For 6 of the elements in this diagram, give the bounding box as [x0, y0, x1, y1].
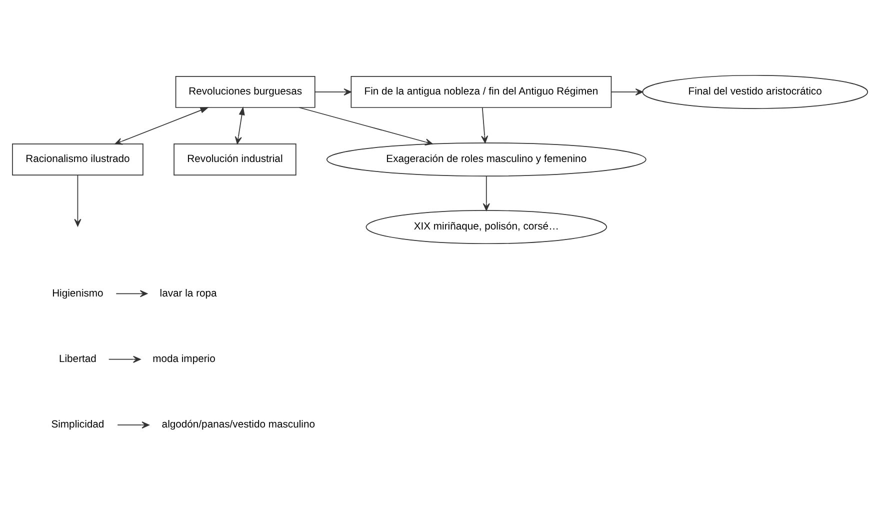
node-text: Simplicidad [51, 419, 104, 430]
node-text: lavar la ropa [160, 288, 217, 299]
node-text: Higienismo [52, 288, 104, 299]
node-text: Libertad [58, 354, 96, 365]
node-text: algodón/panas/vestido masculino [162, 419, 316, 430]
node-text: moda imperio [152, 354, 216, 365]
